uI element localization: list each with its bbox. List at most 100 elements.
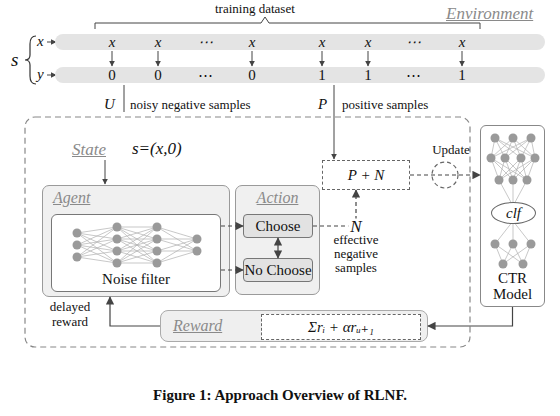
edge-label: delayed reward <box>38 299 102 329</box>
net-link <box>77 251 117 257</box>
net-neuron <box>501 154 510 163</box>
node-text: ⋯ <box>198 34 213 50</box>
node-text: Action <box>236 189 319 207</box>
net-link <box>157 239 197 251</box>
net-neuron <box>527 240 536 249</box>
net-neuron <box>509 176 518 185</box>
net-link <box>157 239 197 240</box>
net-neuron <box>193 235 202 244</box>
sample-arrow <box>112 51 113 66</box>
net-neuron <box>73 229 82 238</box>
node-text: x <box>109 34 116 50</box>
action-box: ActionChoose No Choose <box>235 185 320 295</box>
net-neuron <box>517 154 526 163</box>
net-neuron <box>153 259 162 268</box>
net-link <box>495 244 523 264</box>
edge-label: N <box>348 219 363 234</box>
connector-arrow <box>221 269 243 270</box>
node-text: Noise filter <box>52 271 220 287</box>
net-neuron <box>113 247 122 256</box>
net-link <box>117 251 157 263</box>
node-text: P + N <box>348 167 385 183</box>
text-label: Environment <box>446 4 533 23</box>
net-link <box>157 239 197 251</box>
net-link <box>157 227 197 239</box>
net-neuron <box>499 260 508 269</box>
node-text: 1 <box>318 67 326 83</box>
node-text: Σrᵢ + αrᵤ₊₁ <box>308 319 374 335</box>
net-neuron <box>113 259 122 268</box>
net-link <box>157 251 197 263</box>
node-text: ⋯ <box>198 67 213 83</box>
sample-arrow <box>322 51 323 66</box>
choose-button: Choose <box>243 214 313 238</box>
node-text: Choose <box>256 218 301 234</box>
node-text: ⋯ <box>406 67 421 83</box>
agent-box: AgentNoise filter <box>42 185 230 297</box>
net-neuron <box>153 223 162 232</box>
text-label: P <box>318 96 327 112</box>
net-link <box>117 251 157 263</box>
net-neuron <box>153 247 162 256</box>
connector-arrow <box>410 174 480 175</box>
node-text: ⋯ <box>406 34 421 50</box>
state-arrow <box>105 160 106 184</box>
node-text: No Choose <box>244 262 311 278</box>
text-label: s=(x,0) <box>132 139 182 158</box>
reward-box: Reward Σrᵢ + αrᵤ₊₁ <box>160 310 428 342</box>
p-arrow <box>334 85 335 159</box>
net-neuron <box>509 240 518 249</box>
edge-label: Update <box>432 142 470 157</box>
node-text: x <box>365 34 372 50</box>
text-label: s <box>11 50 18 70</box>
net-link <box>157 239 197 263</box>
classifier-ellipse: clf <box>491 202 536 224</box>
text-label: y <box>37 66 44 82</box>
net-link <box>77 233 117 263</box>
net-link <box>117 227 157 228</box>
text-label: noisy negative samples <box>130 97 251 113</box>
net-neuron <box>153 235 162 244</box>
node-text: Reward <box>173 317 222 335</box>
node-text: x <box>319 34 326 50</box>
dataset-row: x x ⋯ x x x ⋯ x <box>55 34 545 50</box>
node-text: x <box>155 34 162 50</box>
update-loop <box>432 162 458 188</box>
label-row: 00⋯011⋯1 <box>55 67 545 83</box>
net-link <box>77 257 117 263</box>
net-link <box>117 227 157 263</box>
net-link <box>117 227 157 239</box>
net-link <box>117 227 157 251</box>
node-text: 0 <box>248 67 256 83</box>
text-label: effective negative samples <box>320 233 392 275</box>
node-text: x <box>459 34 466 50</box>
figure-caption: Figure 1: Approach Overview of RLNF. <box>0 386 560 404</box>
net-neuron <box>113 235 122 244</box>
net-neuron <box>491 134 500 143</box>
no-choose-button: No Choose <box>243 258 313 282</box>
node-text: x <box>249 34 256 50</box>
text-label: x <box>37 33 44 49</box>
text-label: State <box>72 140 106 159</box>
text-label: U <box>104 96 115 112</box>
net-neuron <box>73 253 82 262</box>
net-link <box>157 227 197 251</box>
connector-arrow <box>110 297 160 326</box>
text-label: training dataset <box>215 1 295 17</box>
net-neuron <box>495 176 504 185</box>
text-label: positive samples <box>342 97 428 113</box>
net-neuron <box>487 154 496 163</box>
connector-arrow <box>221 225 243 226</box>
net-neuron <box>531 154 540 163</box>
net-neuron <box>523 176 532 185</box>
reward-formula-box: Σrᵢ + αrᵤ₊₁ <box>261 314 421 340</box>
net-link <box>503 244 531 264</box>
node-text: 0 <box>108 67 116 83</box>
sample-set-box: P + N <box>322 160 410 190</box>
node-text: 1 <box>458 67 466 83</box>
net-neuron <box>113 223 122 232</box>
net-neuron <box>519 260 528 269</box>
net-neuron <box>509 134 518 143</box>
sample-arrow <box>368 51 369 66</box>
